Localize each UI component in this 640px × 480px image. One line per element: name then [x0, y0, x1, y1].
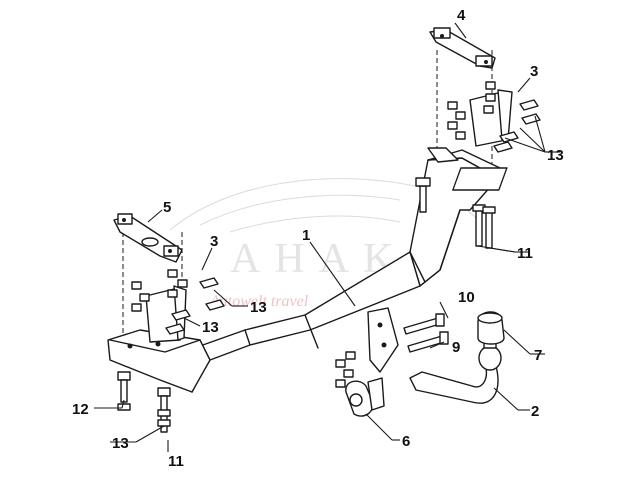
- label-part-2: 2: [531, 403, 539, 420]
- label-part-4: 4: [457, 7, 466, 24]
- label-part-3-left: 3: [210, 233, 218, 250]
- label-part-1: 1: [302, 227, 310, 244]
- part-labels: 4 3 13 11 5 3 13 13 1 10 9 7 2 6 12 13 1…: [72, 7, 564, 470]
- label-part-13-right: 13: [547, 147, 564, 164]
- label-part-11-right: 11: [517, 245, 533, 262]
- part-bracket-left: [113, 213, 187, 343]
- label-part-13-left-lower: 13: [202, 319, 219, 336]
- label-part-9: 9: [452, 339, 460, 356]
- label-part-6: 6: [402, 433, 410, 450]
- label-part-3-right: 3: [530, 63, 538, 80]
- label-part-11-bottom: 11: [168, 453, 184, 470]
- label-part-7: 7: [534, 347, 542, 364]
- fasteners-left: [117, 269, 225, 433]
- fasteners-right: [415, 81, 541, 249]
- part-ball-cover: [477, 311, 505, 345]
- label-part-10: 10: [458, 289, 475, 306]
- part-socket-plate: [335, 351, 385, 417]
- label-part-13-bottom: 13: [112, 435, 129, 452]
- part-bracket-right: [427, 27, 513, 163]
- label-part-5: 5: [163, 199, 171, 216]
- leader-lines: [94, 22, 560, 452]
- label-part-12: 12: [72, 401, 89, 418]
- part-bolts-9-10: [403, 313, 449, 353]
- label-part-13-left-upper: 13: [250, 299, 267, 316]
